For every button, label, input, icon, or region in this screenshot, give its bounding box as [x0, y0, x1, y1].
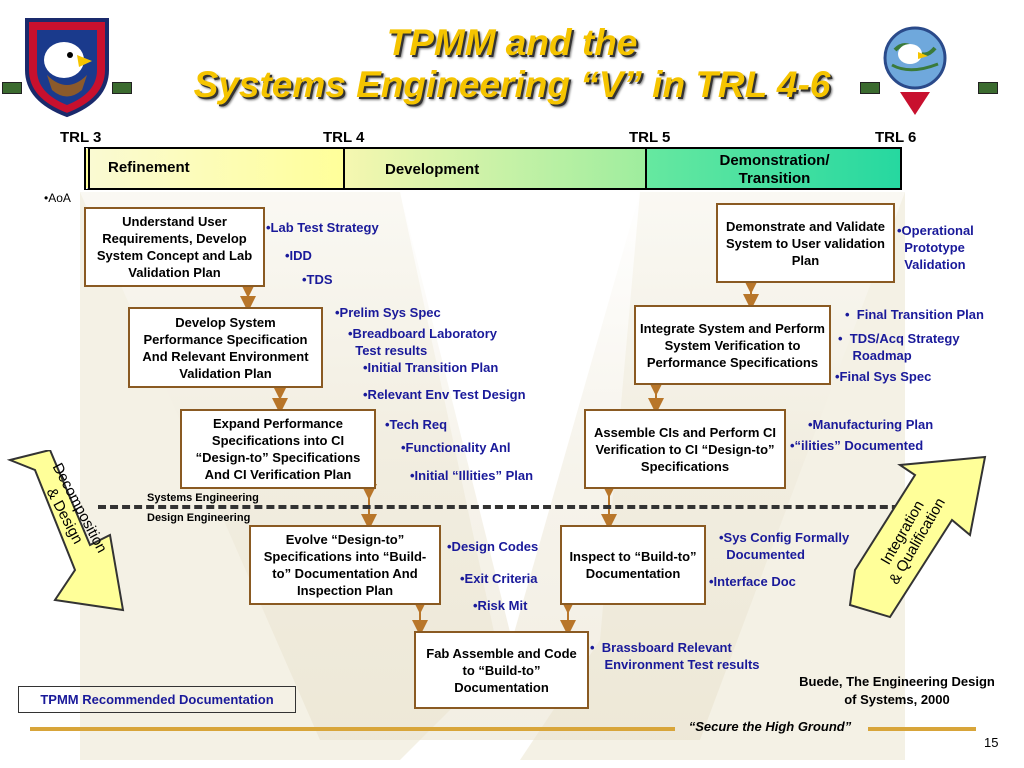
title-line-1: TPMM and the	[386, 22, 638, 63]
systems-engineering-label: Systems Engineering	[147, 492, 259, 504]
se-de-divider	[98, 505, 960, 509]
doc-risk-mit: •Risk Mit	[473, 598, 528, 613]
citation: Buede, The Engineering Design of Systems…	[799, 674, 995, 707]
doc-brassboard: • Brassboard Relevant Environment Test r…	[590, 640, 760, 672]
doc-breadboard-lab: •Breadboard Laboratory Test results	[348, 326, 498, 358]
title-line-2: Systems Engineering “V” in TRL 4-6	[193, 64, 831, 105]
doc-final-sys-spec: •Final Sys Spec	[835, 369, 932, 384]
page-number: 15	[984, 735, 999, 750]
trl-4-label: TRL 4	[323, 129, 365, 146]
integration-arrow	[848, 455, 987, 619]
doc-initial-transition-plan: •Initial Transition Plan	[363, 360, 499, 375]
trl-6-label: TRL 6	[875, 129, 917, 146]
footer-line-left	[30, 727, 675, 731]
box-demonstrate-validate: Demonstrate and Validate System to User …	[716, 203, 895, 283]
doc-final-transition-plan: • Final Transition Plan	[845, 307, 984, 322]
doc-initial-illities-plan: •Initial “Illities” Plan	[410, 468, 534, 483]
phase-demonstration: Demonstration/ Transition	[645, 147, 902, 190]
army-space-eagle-logo	[25, 18, 109, 118]
doc-idd: •IDD	[285, 248, 312, 263]
box-assemble-cis: Assemble CIs and Perform CI Verification…	[584, 409, 786, 489]
header-dash-left	[0, 82, 132, 94]
doc-tds-acq-strategy: • TDS/Acq Strategy Roadmap	[838, 331, 960, 363]
recommended-documentation-legend: TPMM Recommended Documentation	[18, 686, 296, 713]
slide-title: TPMM and the Systems Engineering “V” in …	[0, 22, 1024, 106]
doc-functionality-anl: •Functionality Anl	[401, 440, 511, 455]
design-engineering-label: Design Engineering	[147, 512, 251, 524]
doc-prelim-sys-spec: •Prelim Sys Spec	[335, 305, 441, 320]
box-evolve-design-to: Evolve “Design-to” Specifications into “…	[249, 525, 441, 605]
phase-demonstration-label: Demonstration/ Transition	[719, 152, 830, 187]
phase-development-label: Development	[385, 161, 480, 178]
doc-manufacturing-plan: •Manufacturing Plan	[808, 417, 934, 432]
doc-lab-test-strategy: •Lab Test Strategy	[266, 220, 379, 235]
doc-tds: •TDS	[302, 272, 333, 287]
box-expand-performance-specs: Expand Performance Specifications into C…	[180, 409, 376, 489]
trl-5-label: TRL 5	[629, 129, 671, 146]
doc-relevant-env-test: •Relevant Env Test Design	[363, 387, 526, 402]
footer-slogan: “Secure the High Ground”	[688, 719, 852, 734]
doc-exit-criteria: •Exit Criteria	[460, 571, 538, 586]
phase-refinement: Refinement	[84, 147, 345, 190]
doc-design-codes: •Design Codes	[447, 539, 539, 554]
box-fab-assemble-code: Fab Assemble and Code to “Build-to” Docu…	[414, 631, 589, 709]
aoa-label: •AoA	[44, 191, 71, 205]
doc-operational-prototype: •Operational Prototype Validation	[897, 223, 974, 272]
box-develop-system-performance: Develop System Performance Specification…	[128, 307, 323, 388]
box-inspect-build-to: Inspect to “Build-to” Documentation	[560, 525, 706, 605]
box-integrate-system: Integrate System and Perform System Veri…	[634, 305, 831, 385]
doc-interface-doc: •Interface Doc	[709, 574, 796, 589]
doc-tech-req: •Tech Req	[385, 417, 448, 432]
header-dash-right	[860, 82, 1000, 94]
trl-3-label: TRL 3	[60, 129, 102, 146]
box-understand-user-requirements: Understand User Requirements, Develop Sy…	[84, 207, 265, 287]
footer-line-right	[868, 727, 976, 731]
decomposition-arrow	[6, 450, 125, 612]
space-command-globe-logo	[883, 26, 947, 115]
phase-development: Development	[343, 147, 647, 190]
doc-illities-documented: •“ilities” Documented	[790, 438, 924, 453]
doc-sys-config: •Sys Config Formally Documented	[719, 530, 850, 562]
phase-refinement-label: Refinement	[108, 159, 190, 176]
